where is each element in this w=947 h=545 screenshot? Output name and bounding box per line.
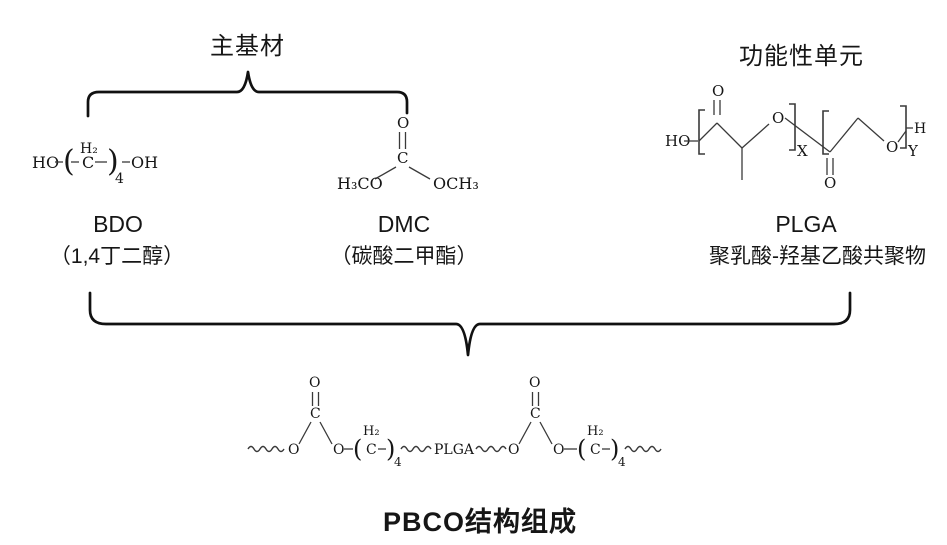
pbco-brace [88,291,852,357]
dmc-structure: O C H₃CO OCH₃ [337,114,479,193]
bond [319,421,333,445]
bdo-oh-atom: OH [131,153,158,172]
bdo-name-label: BDO [93,211,143,237]
bond [857,117,885,142]
wavy-bond [624,445,662,453]
pbco-c1-atom: C [310,406,321,422]
pbco-o4-atom: O [553,442,564,458]
pbco-h2-1-atom: H₂ [363,424,380,439]
bond [716,122,743,149]
pbco-plga-block: PLGA [434,442,475,458]
bond [298,421,312,445]
functional-unit-title: 功能性单元 [739,43,864,70]
pbco-c3-atom: C [530,406,541,422]
main-base-brace [86,70,409,118]
bond [539,421,553,445]
pbco-repeat-1-subscript: 4 [394,455,402,469]
brace-path [88,291,852,357]
pbco-o1-atom: O [288,442,299,458]
bond [374,166,397,180]
plga-cn-label: 聚乳酸-羟基乙酸共聚物 [709,245,926,268]
wavy-bond [400,445,432,453]
brace-path [86,70,409,118]
dmc-methoxy-left: H₃CO [337,174,383,193]
bracket-right-2 [900,105,907,149]
bdo-cn-label: （1,4丁二醇） [49,245,185,268]
bond [897,130,907,143]
dmc-c-atom: C [397,149,408,167]
dmc-cn-label: （碳酸二甲酯） [330,245,478,268]
pbco-carbonyl-o1-atom: O [309,375,320,391]
bond [829,117,859,153]
bond [408,166,431,180]
pbco-c2-atom: C [366,442,377,458]
plga-y-subscript: Y [907,142,919,160]
bond [698,122,718,142]
pbco-h2-2-atom: H₂ [587,424,604,439]
bracket-left-2 [822,110,829,155]
dmc-carbonyl-o-atom: O [397,114,409,132]
bond [518,421,532,445]
plga-x-subscript: X [797,142,808,160]
bracket-left-1 [698,109,705,155]
dmc-methoxy-right: OCH₃ [433,174,479,193]
pbco-title: PBCO结构组成 [382,507,577,537]
pbco-left-paren-1: ( [353,435,362,463]
pbco-carbonyl-o2-atom: O [529,375,540,391]
pbco-c4-atom: C [590,442,601,458]
plga-h-atom: H [914,121,926,137]
main-base-title: 主基材 [210,33,285,60]
wavy-bond [475,445,507,453]
bdo-h2-atom: H₂ [80,141,98,157]
plga-name-label: PLGA [775,211,837,237]
bracket-right-1 [789,103,796,151]
plga-ho-atom: HO [665,132,690,150]
bond [741,123,770,149]
plga-ester-o4-atom: O [886,138,898,156]
bdo-c-atom: C [82,153,94,172]
plga-carbonyl-o3-atom: O [824,174,836,192]
plga-carbonyl-o1-atom: O [712,82,724,100]
pbco-right-paren-1: ) [386,435,395,463]
bdo-left-paren: ( [63,144,75,179]
bdo-structure: HO ( H₂ C ) 4 OH [32,141,158,187]
pbco-o2-atom: O [333,442,344,458]
wavy-bond [247,445,285,453]
bdo-repeat-subscript: 4 [115,171,124,187]
pbco-right-paren-2: ) [610,435,619,463]
plga-ester-o2-atom: O [772,109,784,127]
bdo-right-paren: ) [107,144,119,179]
dmc-name-label: DMC [377,211,431,237]
pbco-left-paren-2: ( [577,435,586,463]
pbco-o3-atom: O [508,442,519,458]
bdo-ho-atom: HO [32,153,59,172]
pbco-repeat-2-subscript: 4 [618,455,626,469]
plga-structure: HO O O X O O Y H [665,82,926,192]
pbco-structure: O C O O ( H₂ C ) 4 PLGA O C O O ( H₂ C )… [247,375,662,469]
